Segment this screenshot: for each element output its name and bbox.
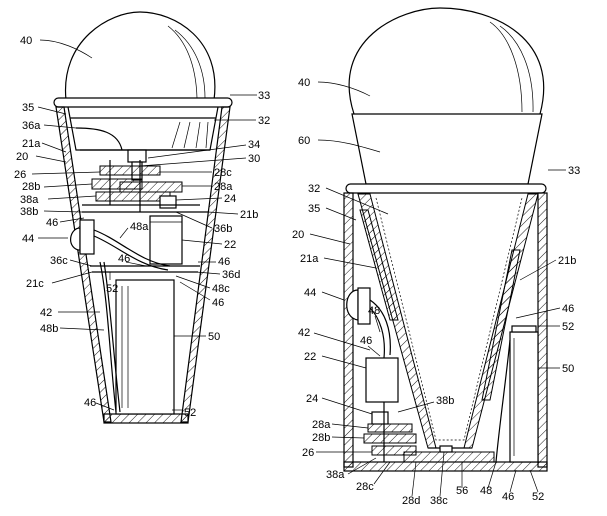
right-gear-26 [371,445,417,456]
left-figure [53,11,233,424]
label: 46 [218,256,230,268]
label: 40 [298,77,310,89]
right-rim [345,183,547,194]
leader-lines [31,39,566,497]
label: 38b [20,206,38,218]
right-gear-28d [403,451,495,463]
label: 40 [20,35,32,47]
label: 33 [568,165,580,177]
label: 46 [562,303,574,315]
label: 44 [304,287,316,299]
label: 52 [184,407,196,419]
label: 28d [402,495,420,507]
label: 22 [224,239,236,251]
label: 38a [20,194,39,206]
left-battery-50 [115,279,175,415]
label: 26 [14,169,26,181]
label: 32 [258,115,270,127]
label: 38c [430,495,448,507]
label: 42 [40,307,52,319]
label: 52 [562,321,574,333]
left-gear-24 [159,195,177,209]
label: 36c [50,255,68,267]
left-light-44 [70,227,81,251]
label: 38a [326,469,345,481]
label: 52 [532,491,544,503]
label: 21b [558,255,576,267]
label: 24 [224,193,236,205]
left-motor-22 [149,215,183,265]
right-bottom [343,461,548,472]
label: 48 [480,485,492,497]
left-rim [53,97,233,108]
left-gear-38a [95,191,171,202]
right-labels: 40 60 33 32 35 20 21a 21b 44 48 46 42 46… [292,77,580,507]
label: 46 [118,253,130,265]
label: 38b [436,395,454,407]
label: 36d [222,269,240,281]
left-labels: 40 35 33 36a 32 21a 34 20 30 26 28c 28b … [14,35,270,419]
label: 35 [22,102,34,114]
label: 30 [248,153,260,165]
label: 21c [26,278,44,290]
label: 20 [16,151,28,163]
label: 28b [312,432,330,444]
label: 20 [292,229,304,241]
label: 35 [308,203,320,215]
label: 48a [130,221,149,233]
right-motor-22 [365,357,399,403]
left-gear-28a [119,181,183,193]
left-cone-bottom [103,413,189,424]
label: 44 [22,233,34,245]
label: 36b [214,223,232,235]
right-battery-50 [509,331,539,463]
label: 52 [106,283,118,295]
label: 46 [46,217,58,229]
label: 34 [248,139,260,151]
label: 26 [302,447,314,459]
label: 60 [298,135,310,147]
label: 21b [240,209,258,221]
label: 32 [308,183,320,195]
right-dome [348,7,545,115]
label: 48 [368,305,380,317]
left-gear-28c [99,165,161,176]
label: 36a [22,120,41,132]
right-figure [343,7,548,472]
label: 28a [214,181,233,193]
label: 28c [214,167,232,179]
label: 42 [298,327,310,339]
label: 56 [456,485,468,497]
label: 21a [300,253,319,265]
label: 28a [312,419,331,431]
label: 48c [212,283,230,295]
label: 46 [84,397,96,409]
right-wall-right [537,192,548,468]
label: 50 [562,363,574,375]
label: 46 [212,297,224,309]
label: 50 [208,331,220,343]
label: 21a [22,138,41,150]
label: 33 [258,90,270,102]
label: 46 [502,491,514,503]
label: 28c [356,481,374,493]
label: 46 [360,335,372,347]
right-cone-60 [351,113,543,185]
label: 28b [22,181,40,193]
right-gear-28b [363,433,417,444]
label: 48b [40,323,58,335]
label: 24 [306,393,318,405]
label: 22 [304,351,316,363]
left-dome [64,11,216,101]
right-gear-28a [367,423,413,433]
